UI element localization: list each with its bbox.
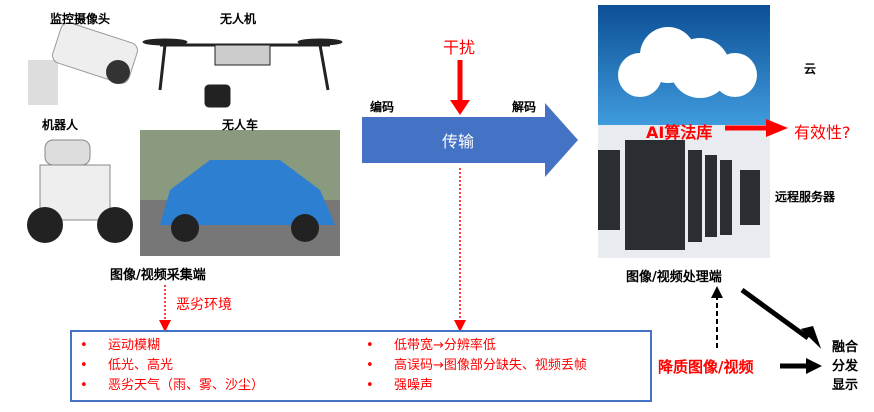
robot-label: 机器人 (42, 118, 79, 132)
display-line: 显示 (832, 378, 859, 393)
validity-label: 有效性? (794, 123, 851, 142)
processing-to-display-arrow (800, 326, 822, 349)
car-image (140, 130, 340, 256)
list-item: 强噪声 (358, 376, 587, 396)
cloud-label: 云 (804, 62, 817, 76)
list-item: 低带宽→分辨率低 (358, 336, 587, 356)
list-item: 运动模糊 (72, 336, 264, 356)
validity-arrow (766, 119, 788, 137)
decode-label: 解码 (512, 100, 537, 114)
transmit-arrow (362, 103, 578, 177)
issues-box: 运动模糊 低光、高光 恶劣天气（雨、雾、沙尘） 低带宽→分辨率低 高误码→图像部… (70, 330, 652, 402)
display-line: 融合 (832, 340, 859, 355)
server-label: 远程服务器 (775, 190, 836, 204)
ai-library-label: AI算法库 (646, 123, 713, 142)
list-item: 高误码→图像部分缺失、视频丢帧 (358, 356, 587, 376)
degraded-label: 降质图像/视频 (658, 358, 754, 376)
capture-issues-list: 运动模糊 低光、高光 恶劣天气（雨、雾、沙尘） (72, 336, 264, 396)
degraded-to-display-arrow (806, 358, 822, 374)
list-item: 恶劣天气（雨、雾、沙尘） (72, 376, 264, 396)
car-label: 无人车 (222, 118, 259, 132)
robot-image (27, 139, 133, 243)
display-line: 分发 (832, 359, 859, 374)
interference-label: 干扰 (443, 38, 476, 57)
camera-label: 监控摄像头 (50, 12, 111, 26)
camera-image (28, 22, 138, 105)
processing-title: 图像/视频处理端 (626, 270, 722, 285)
capture-title: 图像/视频采集端 (110, 268, 206, 283)
env-label: 恶劣环境 (176, 297, 232, 313)
channel-issues-list: 低带宽→分辨率低 高误码→图像部分缺失、视频丢帧 强噪声 (358, 336, 587, 396)
transmit-label: 传输 (442, 132, 475, 151)
display-label: 融合 分发 显示 (832, 338, 858, 395)
encode-label: 编码 (370, 100, 395, 114)
drone-image (142, 38, 343, 108)
list-item: 低光、高光 (72, 356, 264, 376)
drone-label: 无人机 (220, 12, 257, 26)
